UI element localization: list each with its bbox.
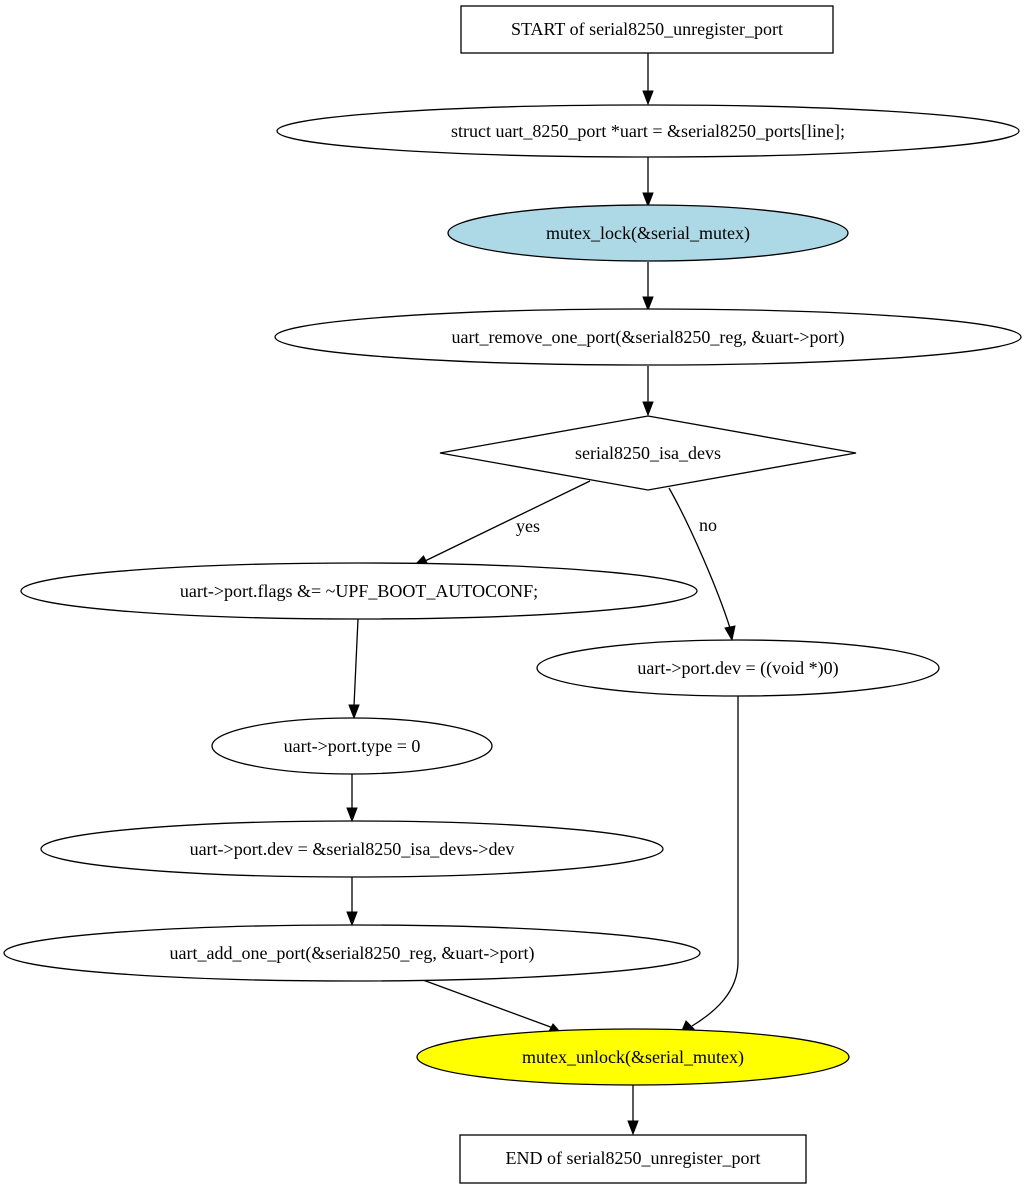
node-flags-label: uart->port.flags &= ~UPF_BOOT_AUTOCONF; bbox=[180, 581, 538, 601]
node-add-port-shape bbox=[3, 924, 701, 982]
node-type-label: uart->port.type = 0 bbox=[284, 736, 421, 756]
edge-isa-devs-to-dev-null bbox=[668, 487, 736, 642]
node-remove-port: uart_remove_one_port(&serial8250_reg, &u… bbox=[274, 308, 1022, 366]
edge-add-port-to-mutex-unlock bbox=[422, 979, 562, 1034]
node-isa-devs: serial8250_isa_devs bbox=[439, 415, 857, 491]
node-add-port: uart_add_one_port(&serial8250_reg, &uart… bbox=[3, 924, 701, 982]
node-mutex-lock-shape bbox=[447, 204, 849, 262]
node-uart-decl-shape bbox=[276, 104, 1020, 158]
node-add-port-label: uart_add_one_port(&serial8250_reg, &uart… bbox=[169, 943, 534, 964]
node-start: START of serial8250_unregister_port bbox=[460, 5, 834, 54]
node-isa-devs-label: serial8250_isa_devs bbox=[575, 443, 721, 463]
node-dev-isa-shape bbox=[40, 820, 664, 878]
node-mutex-unlock-shape bbox=[416, 1028, 850, 1086]
edge-mutex-lock-to-remove-port bbox=[642, 262, 654, 312]
node-mutex-lock: mutex_lock(&serial_mutex) bbox=[447, 204, 849, 262]
edge-uart-decl-to-mutex-lock bbox=[642, 157, 654, 208]
edge-label-yes: yes bbox=[516, 516, 540, 536]
node-end-shape bbox=[459, 1134, 807, 1184]
node-end-label: END of serial8250_unregister_port bbox=[506, 1148, 761, 1168]
node-uart-decl: struct uart_8250_port *uart = &serial825… bbox=[276, 104, 1020, 158]
node-flags: uart->port.flags &= ~UPF_BOOT_AUTOCONF; bbox=[20, 562, 698, 620]
edge-label-no: no bbox=[699, 515, 717, 535]
node-dev-null-shape bbox=[536, 639, 940, 697]
edge-start-to-uart-decl bbox=[642, 53, 654, 106]
node-start-shape bbox=[460, 5, 834, 54]
node-type: uart->port.type = 0 bbox=[211, 717, 493, 775]
node-dev-isa: uart->port.dev = &serial8250_isa_devs->d… bbox=[40, 820, 664, 878]
node-remove-port-label: uart_remove_one_port(&serial8250_reg, &u… bbox=[451, 327, 844, 348]
edge-mutex-unlock-to-end bbox=[627, 1084, 639, 1136]
node-isa-devs-shape bbox=[439, 415, 857, 491]
node-dev-isa-label: uart->port.dev = &serial8250_isa_devs->d… bbox=[190, 839, 515, 859]
edge-remove-port-to-isa-devs bbox=[642, 366, 654, 417]
node-start-label: START of serial8250_unregister_port bbox=[511, 19, 783, 39]
edge-isa-devs-to-flags bbox=[412, 480, 591, 567]
node-type-shape bbox=[211, 717, 493, 775]
node-remove-port-shape bbox=[274, 308, 1022, 366]
edge-flags-to-type bbox=[348, 618, 360, 720]
edge-dev-isa-to-add-port bbox=[346, 877, 358, 927]
node-mutex-unlock: mutex_unlock(&serial_mutex) bbox=[416, 1028, 850, 1086]
edge-type-to-dev-isa bbox=[346, 773, 358, 823]
node-mutex-unlock-label: mutex_unlock(&serial_mutex) bbox=[522, 1047, 744, 1068]
node-flags-shape bbox=[20, 562, 698, 620]
node-dev-null: uart->port.dev = ((void *)0) bbox=[536, 639, 940, 697]
node-dev-null-label: uart->port.dev = ((void *)0) bbox=[637, 658, 838, 679]
node-end: END of serial8250_unregister_port bbox=[459, 1134, 807, 1184]
node-mutex-lock-label: mutex_lock(&serial_mutex) bbox=[546, 223, 750, 244]
node-uart-decl-label: struct uart_8250_port *uart = &serial825… bbox=[451, 121, 845, 141]
edge-dev-null-to-mutex-unlock bbox=[680, 696, 739, 1034]
